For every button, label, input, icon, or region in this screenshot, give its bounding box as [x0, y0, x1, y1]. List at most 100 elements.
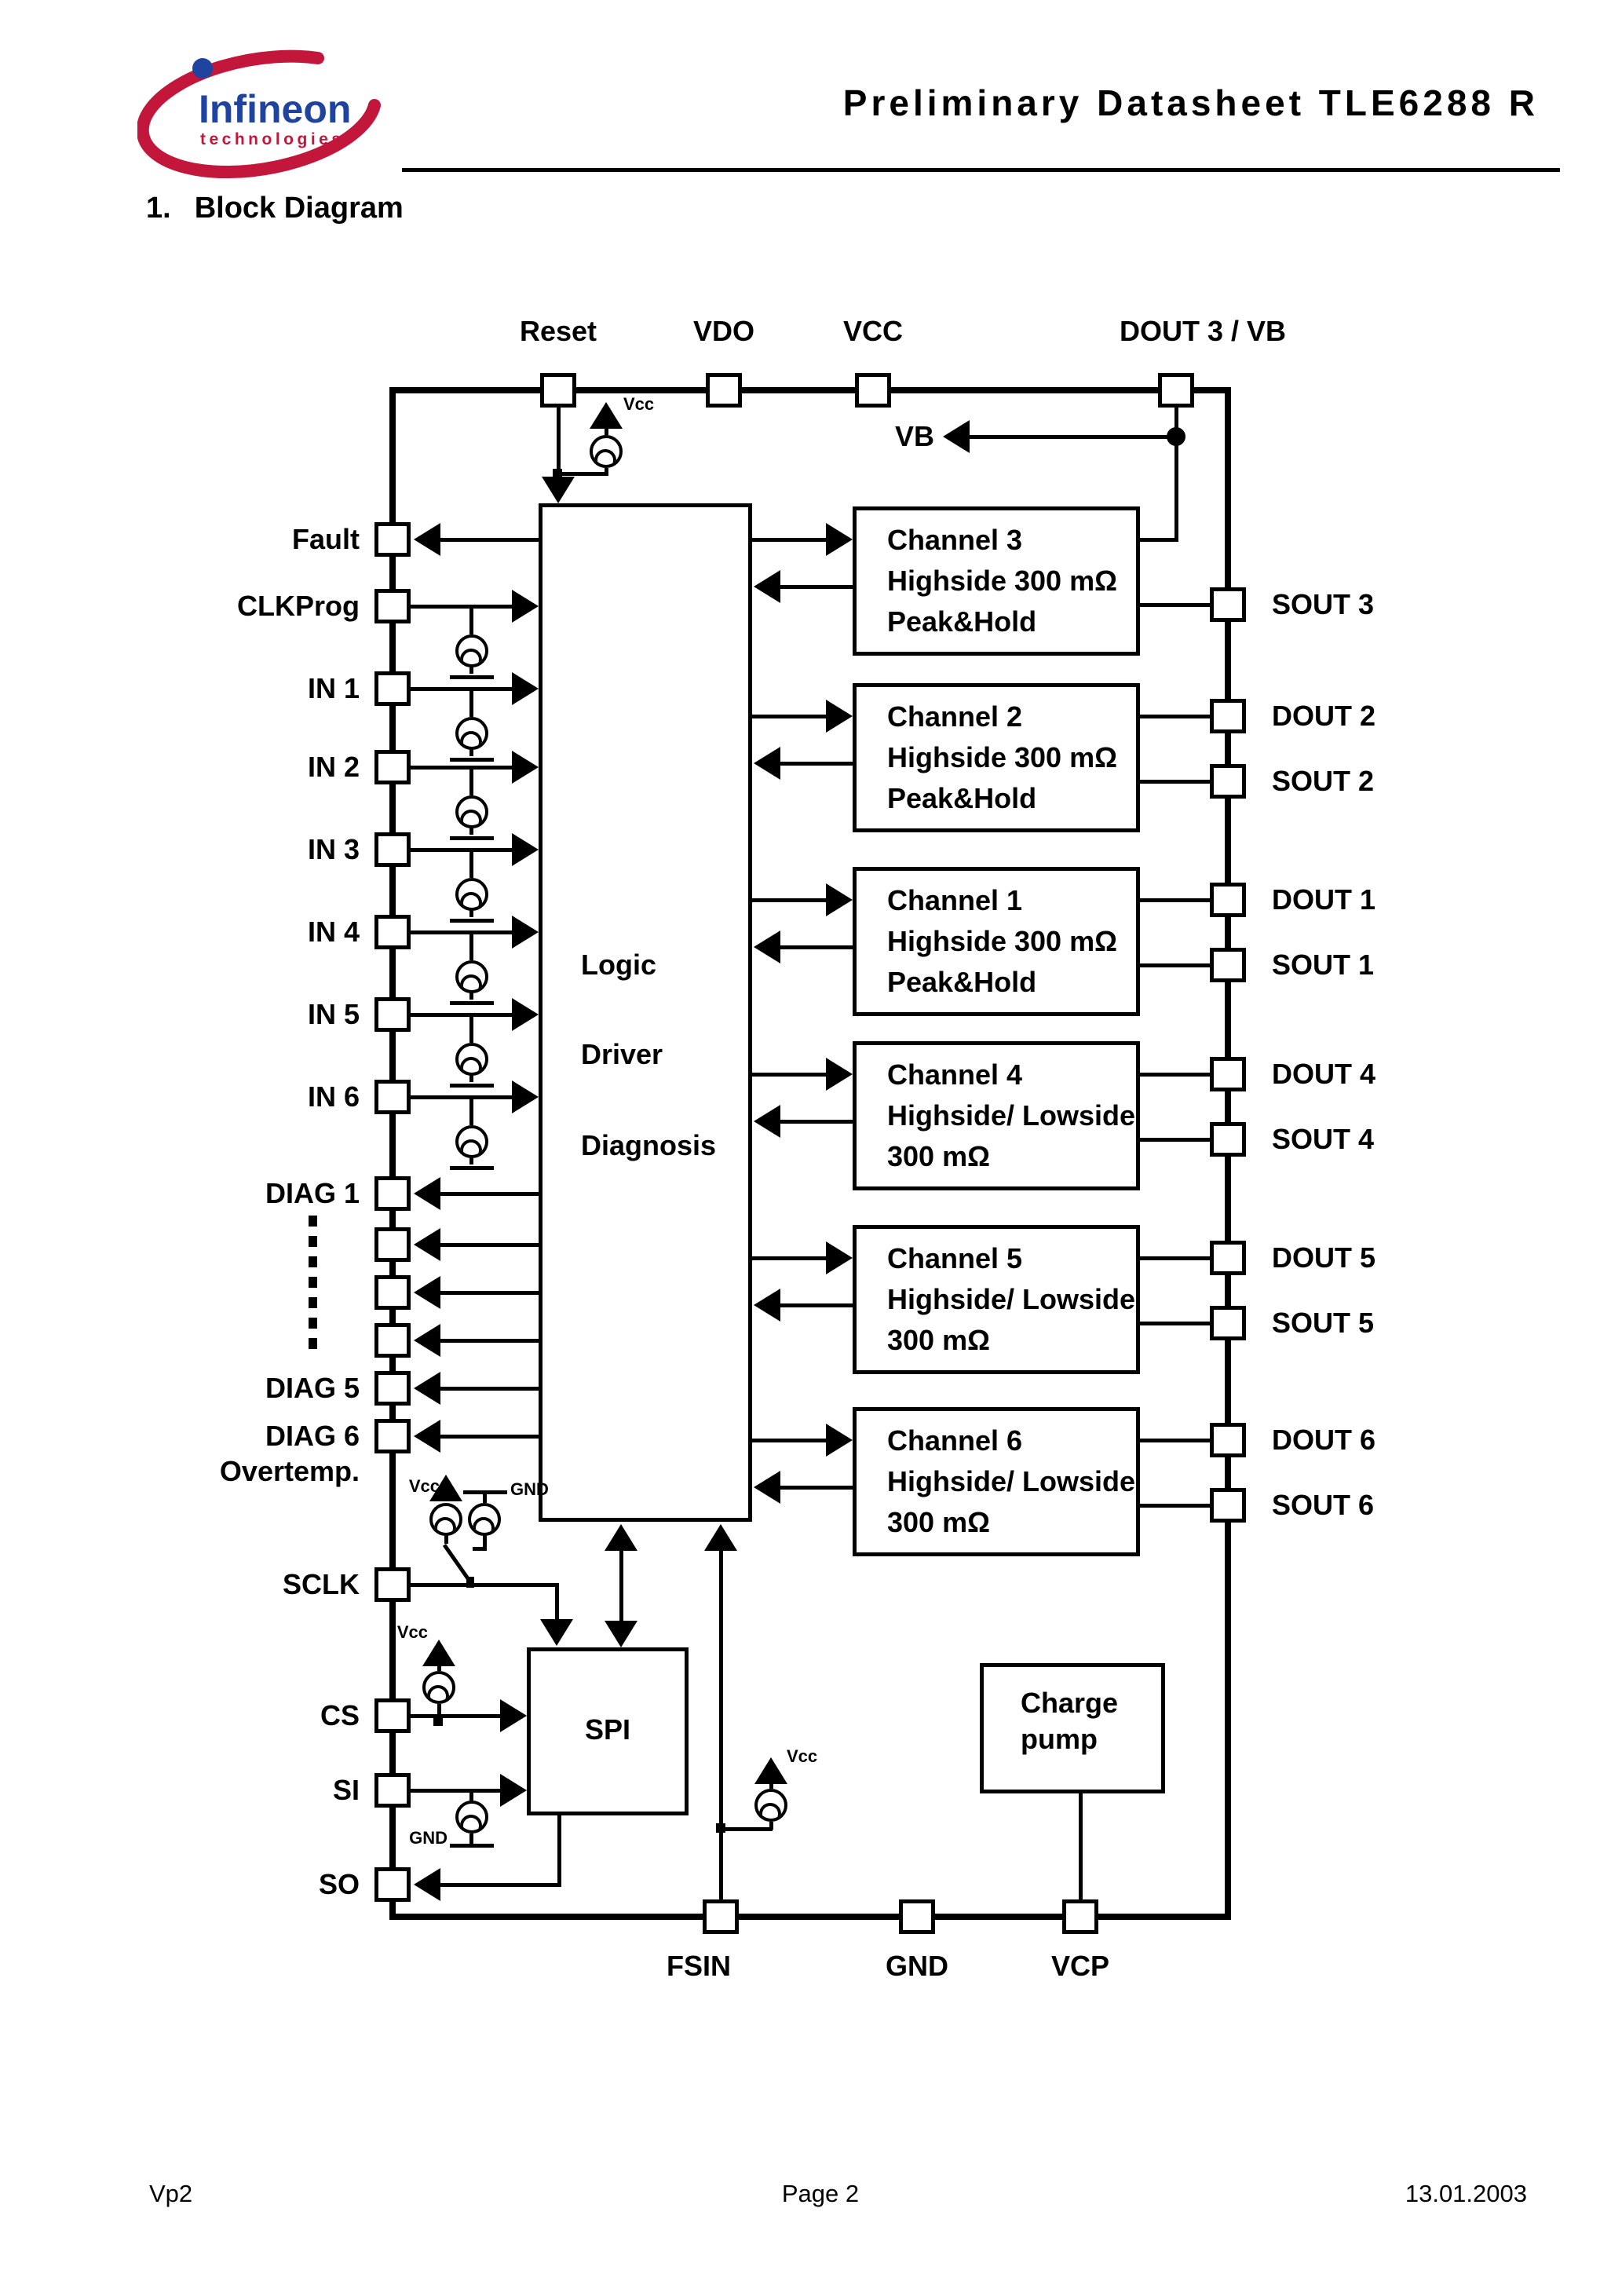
pin-label: CS — [320, 1699, 360, 1731]
channel-label: 300 mΩ — [887, 1140, 990, 1172]
wire — [752, 715, 827, 718]
section-title: Block Diagram — [194, 192, 404, 225]
left-pin — [374, 671, 411, 706]
arrowhead-icon — [754, 930, 780, 963]
wire — [779, 585, 853, 589]
pin-reset — [540, 373, 576, 408]
wire-sout — [1140, 963, 1211, 967]
pin-label: IN 4 — [307, 916, 360, 948]
wire — [721, 1827, 773, 1831]
wire-sout — [1140, 603, 1211, 607]
right-pin — [1210, 1122, 1246, 1157]
pin-label: IN 3 — [307, 833, 360, 865]
current-source-icon — [422, 1671, 455, 1704]
wire — [411, 1789, 500, 1793]
left-pin — [374, 915, 411, 949]
wire — [439, 1291, 539, 1295]
left-pin — [374, 1419, 411, 1453]
right-pin — [1210, 1057, 1246, 1091]
arrowhead-icon — [754, 1289, 780, 1322]
right-pin — [1210, 1488, 1246, 1523]
pin-label: CLKProg — [237, 590, 360, 622]
wire-sout — [1140, 1138, 1211, 1142]
current-source-inner — [460, 974, 482, 990]
arrowhead-icon — [826, 1424, 853, 1457]
channel-block — [853, 1225, 1140, 1374]
pin-label: SI — [332, 1774, 360, 1806]
channel-label: Peak&Hold — [887, 605, 1037, 638]
pin-label: SOUT 1 — [1272, 949, 1375, 981]
channel-label: Channel 3 — [887, 524, 1023, 556]
charge-pump-block — [980, 1663, 1165, 1793]
arrowhead-icon — [512, 833, 539, 866]
vcc-label: Vcc — [408, 1476, 440, 1496]
wire-sout — [1140, 780, 1211, 784]
right-pin — [1210, 1423, 1246, 1457]
wire — [411, 848, 514, 852]
wire — [469, 909, 473, 917]
current-source-inner — [434, 1517, 456, 1533]
wire — [411, 605, 514, 609]
logo-sub: technologies — [200, 130, 345, 148]
current-source-inner — [427, 1685, 449, 1701]
left-pin — [374, 1323, 411, 1358]
pin-label: DOUT 3 / VB — [1119, 315, 1287, 347]
arrowhead-icon — [414, 1324, 440, 1357]
gnd-label: GND — [409, 1828, 448, 1848]
arrowhead-icon — [754, 1757, 787, 1784]
arrowhead-icon — [414, 1177, 440, 1210]
current-source-icon — [754, 1789, 787, 1822]
pin-label: IN 6 — [307, 1080, 360, 1113]
wire-sout — [1140, 1504, 1211, 1508]
pin-gnd — [899, 1899, 935, 1934]
arrowhead-icon — [512, 998, 539, 1031]
pin-label: SOUT 6 — [1272, 1489, 1375, 1521]
ground-icon — [450, 1166, 494, 1170]
channel-label: Highside/ Lowside — [887, 1465, 1136, 1497]
wire — [1079, 1793, 1083, 1900]
pin-label: VCP — [1050, 1950, 1110, 1982]
wire — [437, 1704, 441, 1716]
footer-right: 13.01.2003 — [1405, 2180, 1527, 2207]
wire — [439, 1387, 539, 1391]
channel-block — [853, 1407, 1140, 1556]
left-pin — [374, 1371, 411, 1406]
wire — [411, 766, 514, 770]
wire-dout — [1140, 1256, 1211, 1260]
wire — [719, 1549, 723, 1899]
junction-tick — [433, 1717, 443, 1726]
current-source-icon — [429, 1503, 462, 1536]
current-source-icon — [455, 717, 488, 750]
ground-icon — [450, 919, 494, 923]
wire — [555, 1583, 559, 1621]
wire — [970, 435, 1176, 439]
pin-label: DIAG 5 — [265, 1372, 360, 1404]
wire — [411, 1013, 514, 1017]
arrowhead-icon — [512, 1080, 539, 1113]
arrowhead-icon — [512, 672, 539, 705]
wire — [469, 1792, 473, 1801]
current-source-icon — [455, 960, 488, 993]
arrowhead-icon — [414, 1228, 440, 1261]
current-source-icon — [455, 1801, 488, 1834]
wire — [469, 606, 473, 634]
pin-label: VCC — [842, 315, 903, 347]
wire — [411, 1095, 514, 1099]
arrowhead-icon — [512, 916, 539, 949]
wire — [779, 762, 853, 766]
wire — [469, 1015, 473, 1043]
arrowhead-icon — [754, 570, 780, 603]
wire — [469, 1157, 473, 1164]
wire — [752, 1256, 827, 1260]
overtemp-label: Overtemp. — [219, 1455, 360, 1487]
ground-icon — [450, 836, 494, 840]
vcc-label: Vcc — [623, 394, 655, 414]
wire — [779, 1486, 853, 1490]
logic-block-label: Diagnosis — [581, 1129, 717, 1161]
arrowhead-icon — [826, 700, 853, 733]
pin-dout3-vb — [1158, 373, 1194, 408]
pin-label: DIAG 1 — [265, 1177, 360, 1209]
pin-label: Reset — [519, 315, 597, 347]
pin-vcp — [1062, 1899, 1098, 1934]
